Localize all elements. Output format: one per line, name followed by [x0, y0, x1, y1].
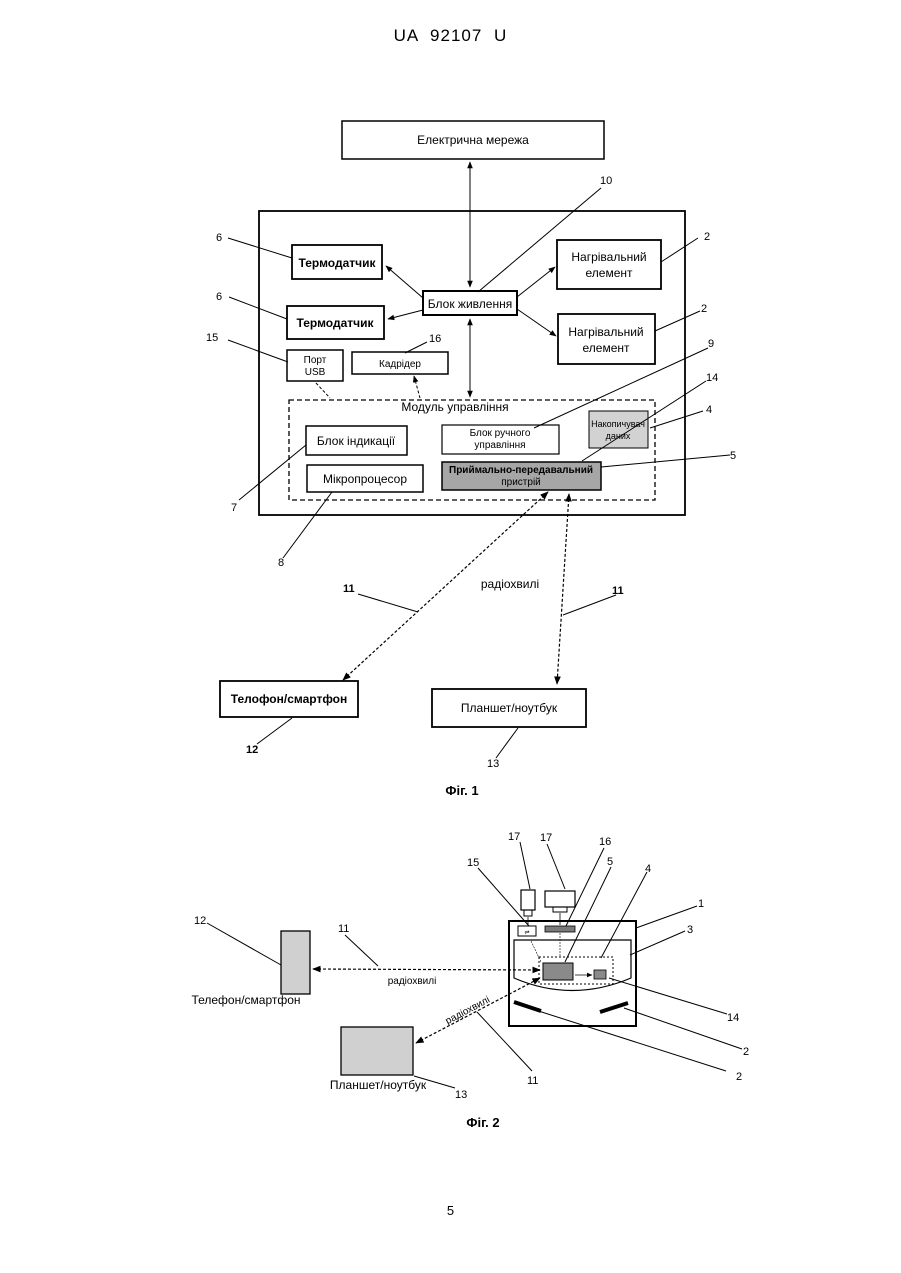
heater-2-line2: елемент [583, 341, 631, 355]
ref-8: 8 [278, 557, 284, 569]
ref-6a: 6 [216, 232, 222, 244]
transceiver-line1: Приймально-передавальний [449, 465, 593, 476]
external-device-2-stand [553, 907, 567, 912]
usb-line2: USB [305, 367, 326, 378]
phone-label: Телофон/смартфон [231, 692, 348, 706]
ref2-12: 12 [194, 915, 206, 927]
external-device-2 [545, 891, 575, 907]
ref2-17b: 17 [540, 832, 552, 844]
power-heater2-arrow [517, 309, 556, 336]
power-unit-label: Блок живлення [428, 297, 512, 311]
heater-1-line1: Нагрівальний [571, 250, 646, 264]
manual-line1: Блок ручного [470, 428, 531, 439]
heater-1-line2: елемент [586, 266, 634, 280]
heating-element-1 [514, 1002, 541, 1011]
usb-link [316, 383, 330, 398]
ref-7: 7 [231, 502, 237, 514]
ref-9: 9 [708, 338, 714, 350]
figure-2: ⇌ Телефон/смартфон Планшет/ноутбук радіо… [191, 831, 749, 1130]
phone-device [281, 931, 310, 994]
radio-label-h: радіохвилі [388, 976, 437, 987]
card-reader-label: Кадрідер [379, 359, 421, 370]
usb-port-glyph: ⇌ [524, 929, 529, 936]
usb-line1: Порт [304, 355, 327, 366]
ref-14: 14 [706, 372, 718, 384]
power-heater1-arrow [517, 267, 555, 297]
grid-label: Електрична мережа [417, 133, 529, 147]
ref2-11a: 11 [338, 923, 349, 935]
tablet-label: Планшет/ноутбук [461, 701, 558, 715]
ref2-4: 4 [645, 863, 651, 875]
ref2-5: 5 [607, 856, 613, 868]
fig2-caption: Фіг. 2 [466, 1115, 499, 1130]
storage-box [589, 411, 648, 448]
ref-11a: 11 [343, 583, 355, 595]
ref-10: 10 [600, 175, 612, 187]
ref-5: 5 [730, 450, 736, 462]
reader-link [414, 376, 420, 398]
external-device-1 [521, 890, 535, 910]
ref2-2b: 2 [736, 1071, 742, 1083]
card-reader-slot [545, 926, 575, 932]
fig1-caption: Фіг. 1 [445, 783, 478, 798]
power-thermo1-arrow [386, 266, 423, 298]
ref2-16: 16 [599, 836, 611, 848]
ref2-3: 3 [687, 924, 693, 936]
ref2-11b: 11 [527, 1075, 538, 1087]
storage [594, 970, 606, 979]
ref2-15: 15 [467, 857, 479, 869]
power-thermo2-arrow [388, 310, 423, 319]
ref-16: 16 [429, 333, 441, 345]
ref-15: 15 [206, 332, 218, 344]
ref-6b: 6 [216, 291, 222, 303]
transceiver [543, 963, 573, 980]
transceiver-line2: пристрій [501, 477, 541, 488]
tablet-label: Планшет/ноутбук [330, 1078, 427, 1092]
heater-2-box [558, 314, 655, 364]
ref-12: 12 [246, 744, 258, 756]
ref-2b: 2 [701, 303, 707, 315]
phone-label: Телефон/смартфон [191, 993, 300, 1007]
radio-tablet-link [557, 494, 569, 684]
ref-2a: 2 [704, 231, 710, 243]
heater-1-box [557, 240, 661, 289]
tablet-device [341, 1027, 413, 1075]
ref2-1: 1 [698, 898, 704, 910]
indication-label: Блок індикації [317, 434, 396, 448]
external-device-1-stand [524, 910, 532, 916]
ref2-2a: 2 [743, 1046, 749, 1058]
manual-line2: управління [474, 440, 525, 451]
usb-module-link [531, 941, 541, 962]
thermo-sensor-2-label: Термодатчик [297, 316, 375, 330]
page-number: 5 [0, 1203, 901, 1218]
thermo-sensor-1-label: Термодатчик [299, 256, 377, 270]
radio-label: радіохвилі [481, 577, 539, 591]
radio-label-d: радіохвилі [444, 995, 492, 1028]
control-module-label: Модуль управління [401, 400, 508, 414]
radio-phone-link-2 [313, 969, 540, 970]
ref2-14: 14 [727, 1012, 739, 1024]
ref2-17a: 17 [508, 831, 520, 843]
microprocessor-label: Мікропроцесор [323, 472, 407, 486]
ref-13: 13 [487, 758, 499, 770]
heating-element-2 [600, 1003, 628, 1012]
ref-4: 4 [706, 404, 712, 416]
ref2-13: 13 [455, 1089, 467, 1101]
heater-2-line1: Нагрівальний [568, 325, 643, 339]
ref-11b: 11 [612, 585, 624, 597]
figure-1: Електрична мережа Блок живлення Термодат… [206, 121, 736, 798]
storage-line1: Накопичувач [591, 419, 645, 429]
